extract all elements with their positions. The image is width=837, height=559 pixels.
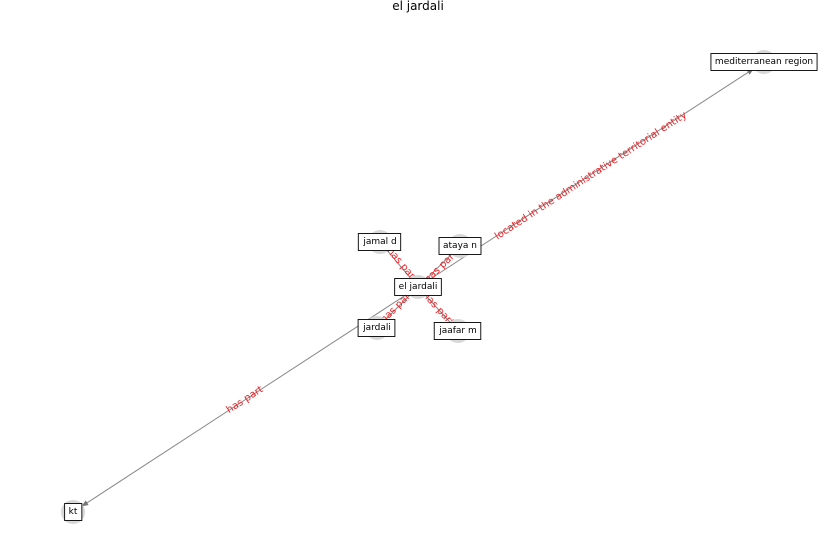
node-med[interactable]: mediterranean region [710, 50, 818, 74]
nodes-layer: el jardali mediterranean region jamal d ata… [61, 50, 818, 524]
node-label: mediterranean region [715, 57, 813, 67]
node-ataya[interactable]: ataya n [438, 234, 482, 258]
node-label: kt [69, 507, 78, 517]
node-box [357, 233, 402, 251]
node-box [438, 237, 482, 255]
node-box [433, 322, 482, 340]
node-box [357, 319, 396, 337]
node-jaafar[interactable]: jaafar m [433, 319, 482, 343]
node-label: jaafar m [438, 326, 477, 336]
edge-label-med: located in the administrative territoria… [493, 110, 689, 243]
edge-label-kt: has part [225, 384, 266, 416]
node-center[interactable]: el jardali [394, 275, 442, 299]
node-box [394, 278, 442, 296]
node-label: el jardali [399, 282, 438, 292]
node-kt[interactable]: kt [61, 500, 85, 524]
node-label: ataya n [443, 241, 477, 251]
node-label: jardali [362, 323, 391, 333]
node-jardali[interactable]: jardali [357, 316, 396, 340]
node-jamal[interactable]: jamal d [357, 230, 402, 254]
node-box [64, 503, 83, 521]
node-label: jamal d [362, 237, 396, 247]
edge-labels-layer: located in the administrative territoria… [225, 110, 689, 416]
graph-title: el jardali [392, 0, 444, 13]
node-box [710, 53, 818, 71]
